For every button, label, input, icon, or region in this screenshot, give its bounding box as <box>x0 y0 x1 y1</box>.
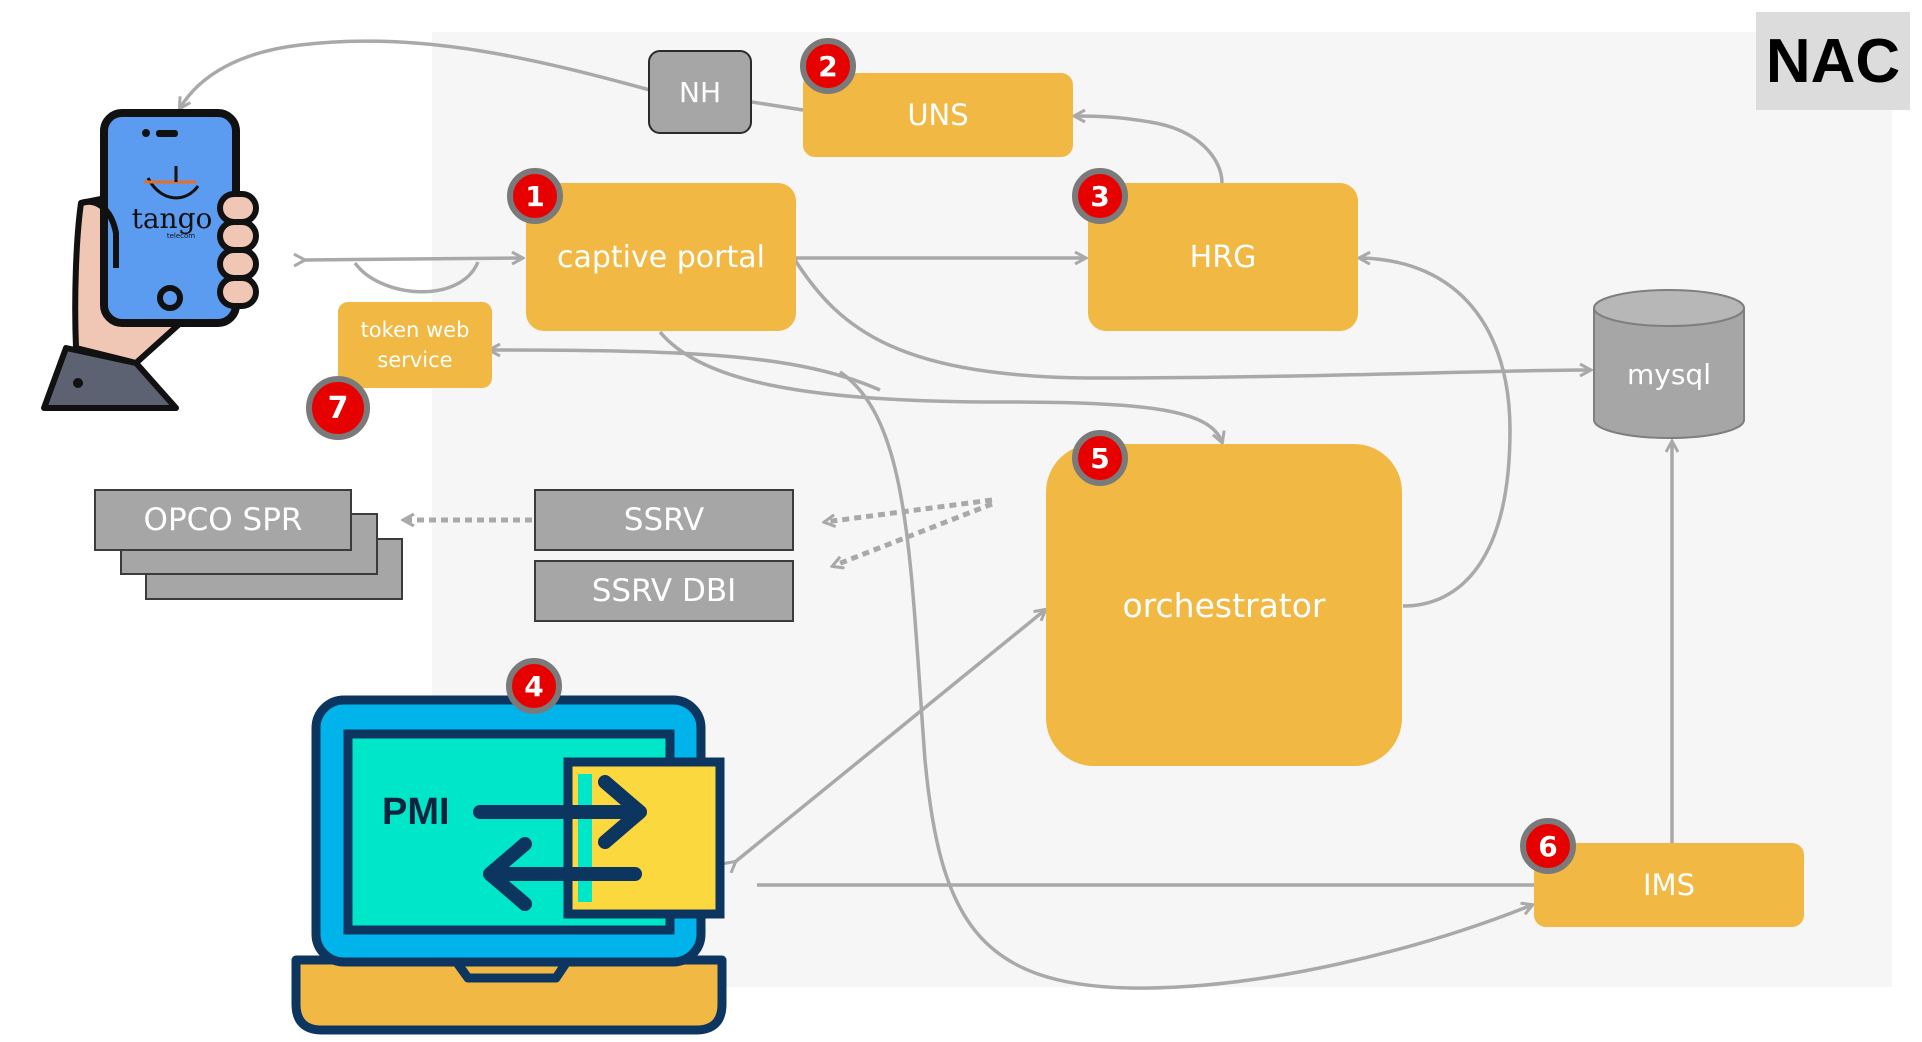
arrow-phone-captive-portal <box>304 258 522 260</box>
arrow-pmi-orchestrator <box>735 610 1045 862</box>
phone-brand-sub: telecom <box>167 232 195 240</box>
orchestrator-badge: 5 <box>1072 430 1128 486</box>
captive-portal-node[interactable]: captive portal <box>526 183 796 331</box>
pmi-label: PMI <box>382 791 450 833</box>
nh-node[interactable]: NH <box>648 50 752 134</box>
uns-node[interactable]: UNS <box>803 73 1073 157</box>
opco-spr-node[interactable]: OPCO SPR <box>94 489 352 551</box>
arrow-hrg-to-uns <box>1075 116 1224 184</box>
uns-badge: 2 <box>800 38 856 94</box>
hrg-node[interactable]: HRG <box>1088 183 1358 331</box>
line-token-loop <box>353 261 480 294</box>
phone-in-hand-icon: tango telecom <box>41 109 259 411</box>
token-web-service-badge: 7 <box>306 376 370 440</box>
pmi-laptop-icon[interactable]: PMI <box>290 692 740 1037</box>
orchestrator-node[interactable]: orchestrator <box>1046 444 1402 766</box>
arrow-nh-to-phone <box>180 39 651 108</box>
line-uns-to-nh <box>751 100 804 112</box>
arrow-orchestrator-to-hrg <box>1360 258 1512 608</box>
mysql-label: mysql <box>1627 358 1711 391</box>
phone-brand-logo: tango <box>132 202 213 235</box>
nac-title: NAC <box>1756 12 1910 110</box>
captive-portal-badge: 1 <box>507 168 563 224</box>
hrg-badge: 3 <box>1072 168 1128 224</box>
pmi-badge: 4 <box>506 658 562 714</box>
arrow-captive-to-ims <box>839 370 1532 990</box>
dotted-arrow-orch-to-ssrvdbi <box>833 501 993 566</box>
ims-badge: 6 <box>1520 818 1576 874</box>
dotted-arrow-orch-to-ssrv <box>825 497 993 522</box>
arrow-captive-to-mysql <box>793 259 1590 380</box>
ssrv-node[interactable]: SSRV <box>534 489 794 551</box>
mysql-database-icon[interactable]: mysql <box>1590 288 1748 442</box>
ims-node[interactable]: IMS <box>1534 843 1804 927</box>
arrow-orchestrator-to-token <box>490 350 881 392</box>
arrow-captive-to-orchestrator <box>658 330 1222 442</box>
ssrv-dbi-node[interactable]: SSRV DBI <box>534 560 794 622</box>
token-web-service-node[interactable]: token web service <box>338 302 492 388</box>
